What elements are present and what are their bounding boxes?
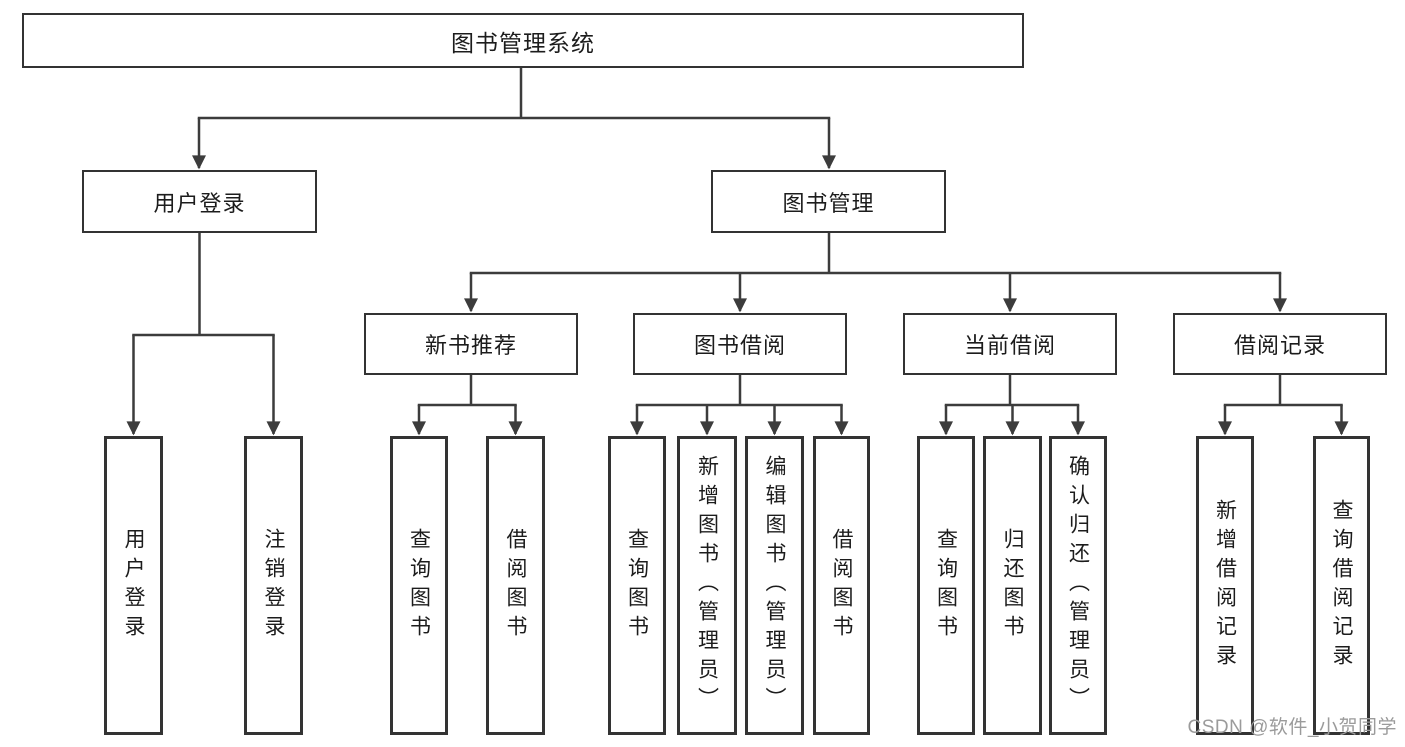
leaf-logout: 注销登录 [244,436,303,735]
leaf-query-borrow-record: 查询借阅记录 [1313,436,1370,735]
node-new-book-recommend: 新书推荐 [364,313,578,375]
leaf-label: 用户登录 [122,527,145,644]
leaf-add-borrow-record: 新增借阅记录 [1196,436,1254,735]
leaf-query-books-borrow: 查询图书 [608,436,666,735]
leaf-user-login: 用户登录 [104,436,163,735]
node-book-borrow: 图书借阅 [633,313,847,375]
leaf-label: 借阅图书 [504,527,527,644]
leaf-borrow-books: 借阅图书 [813,436,870,735]
node-current-borrow: 当前借阅 [903,313,1117,375]
leaf-label: 编辑图书（管理员） [763,455,786,716]
leaf-label: 查询图书 [625,527,649,644]
leaf-label: 新增借阅记录 [1213,498,1237,673]
leaf-label: 注销登录 [262,527,285,644]
leaf-label: 确认归还（管理员） [1066,455,1090,716]
leaf-add-books-admin: 新增图书（管理员） [677,436,737,735]
leaf-edit-books-admin: 编辑图书（管理员） [745,436,804,735]
leaf-confirm-return-admin: 确认归还（管理员） [1049,436,1107,735]
leaf-label: 查询图书 [407,527,431,644]
leaf-borrow-books-recommend: 借阅图书 [486,436,545,735]
leaf-label: 借阅图书 [830,527,853,644]
leaf-query-books-recommend: 查询图书 [390,436,448,735]
csdn-watermark: CSDN @软件_小贺同学 [1187,717,1397,738]
leaf-return-books: 归还图书 [983,436,1042,735]
leaf-query-books-current: 查询图书 [917,436,975,735]
leaf-label: 归还图书 [1001,527,1024,644]
node-user-login: 用户登录 [82,170,317,233]
leaf-label: 新增图书（管理员） [695,455,719,716]
leaf-label: 查询图书 [934,527,958,644]
node-borrow-records: 借阅记录 [1173,313,1387,375]
node-book-management: 图书管理 [711,170,946,233]
node-root-library-management-system: 图书管理系统 [22,13,1024,68]
leaf-label: 查询借阅记录 [1330,498,1353,673]
